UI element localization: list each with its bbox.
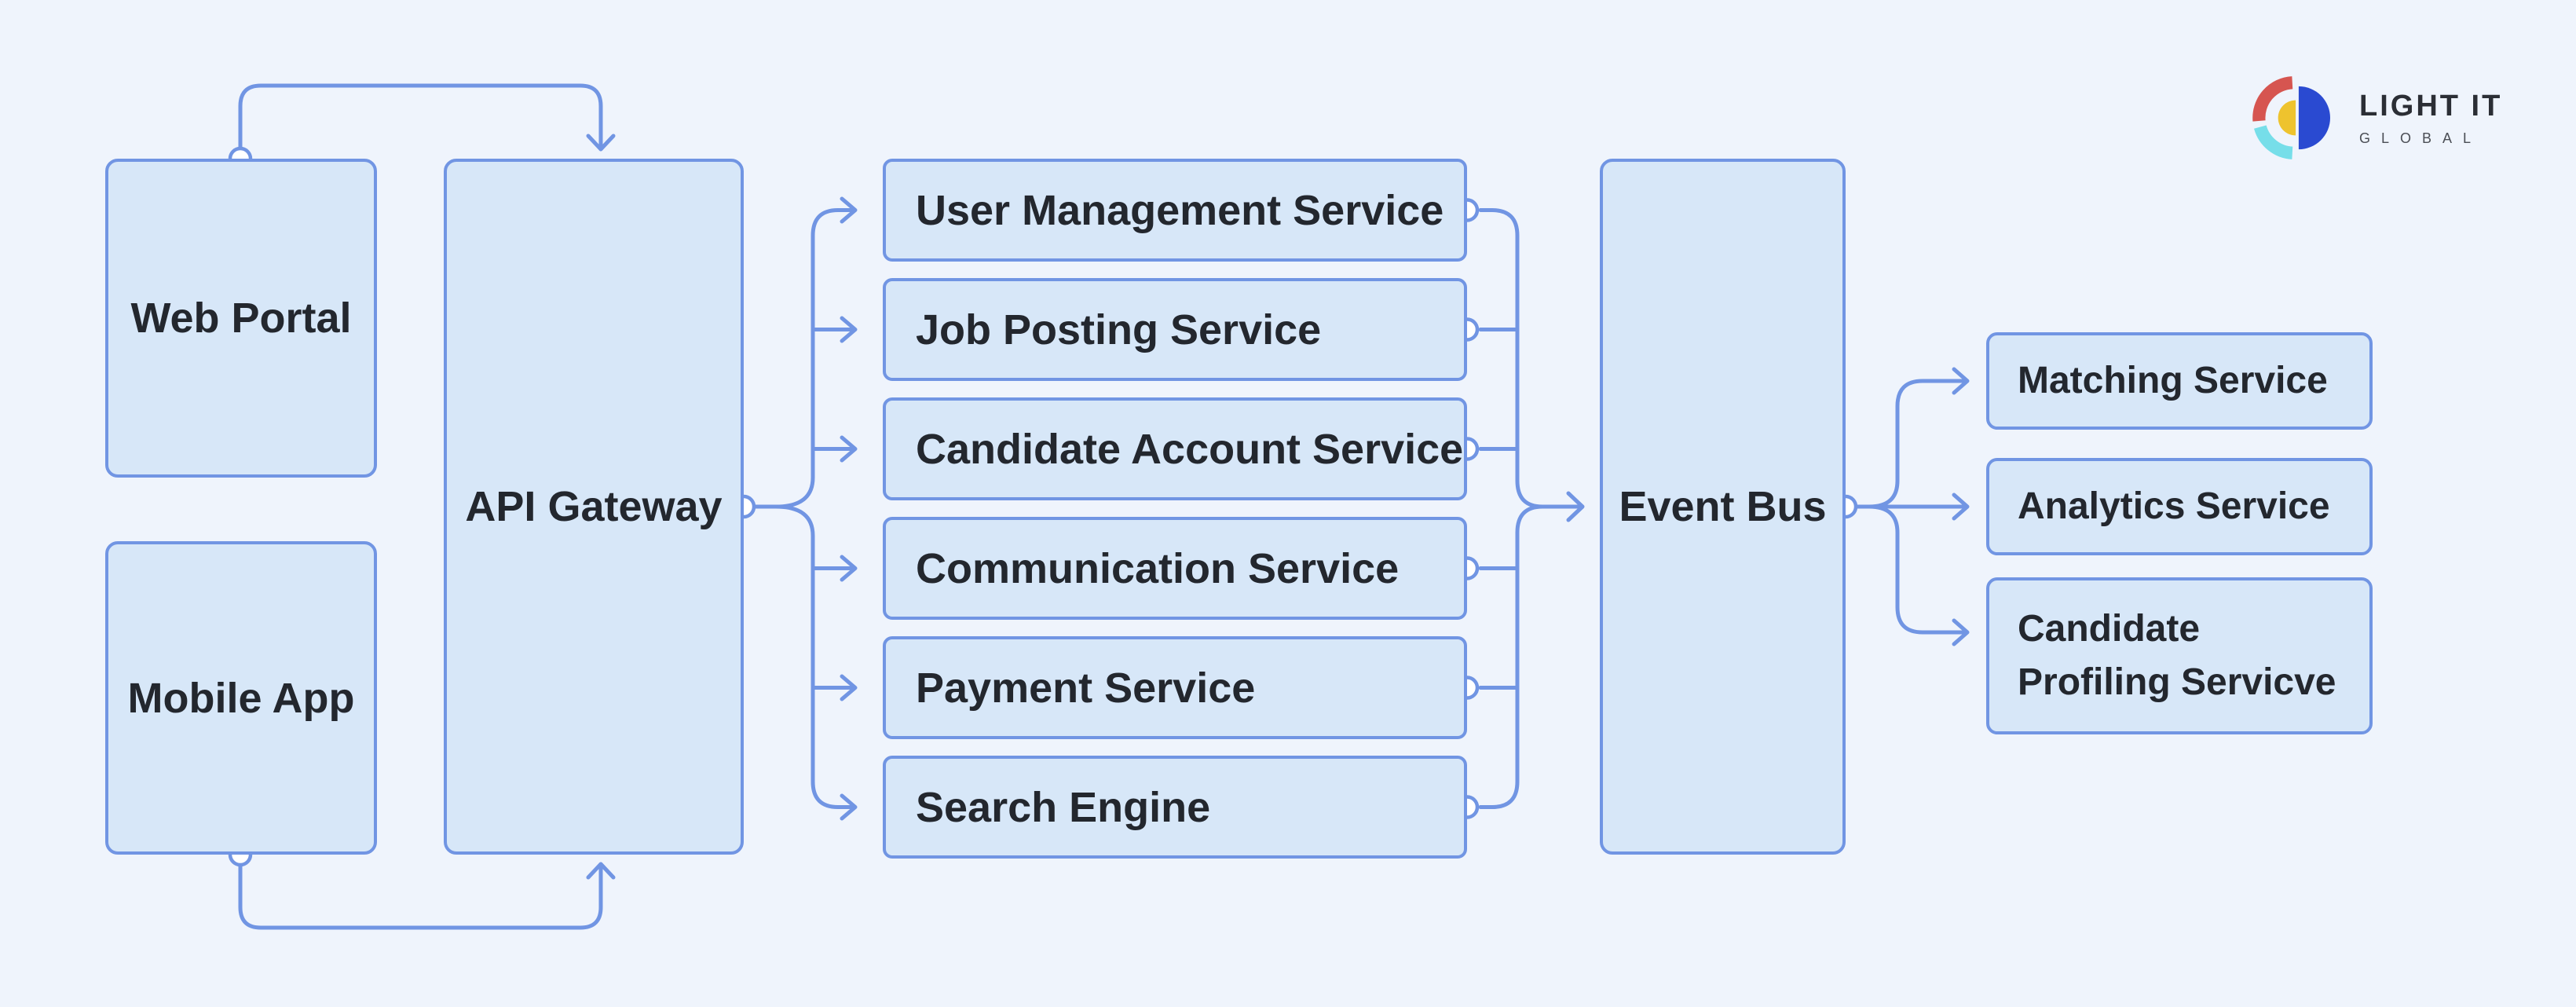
node-label: Payment Service — [916, 664, 1256, 712]
arrowhead-right-icon — [840, 196, 858, 224]
node-analytics-service: Analytics Service — [1986, 458, 2373, 555]
connector-services-to-event-bus — [1478, 208, 1585, 809]
node-label: API Gateway — [465, 483, 723, 530]
node-label: Matching Service — [2018, 360, 2328, 401]
node-label: Event Bus — [1619, 483, 1827, 530]
connector-event-bus-to-consumers — [1853, 367, 1970, 646]
arrowhead-right-icon — [1952, 367, 1970, 395]
brand-logo-text: LIGHT IT GLOBAL — [2359, 90, 2502, 147]
node-label: Candidate Profiling Servicve — [2018, 608, 2336, 703]
node-candidate-profiling-service: Candidate Profiling Servicve — [1986, 577, 2373, 734]
node-job-posting-service: Job Posting Service — [883, 278, 1467, 381]
logo-cyan-arc — [2254, 125, 2293, 159]
node-payment-service: Payment Service — [883, 636, 1467, 739]
node-candidate-account-service: Candidate Account Service — [883, 397, 1467, 500]
node-mobile-app: Mobile App — [105, 541, 377, 855]
arrowhead-right-icon — [840, 435, 858, 463]
node-api-gateway: API Gateway — [444, 159, 744, 855]
node-label: Job Posting Service — [916, 306, 1322, 353]
node-label: Analytics Service — [2018, 485, 2330, 527]
connector-web-portal-to-api-gateway — [238, 83, 616, 161]
logo-blue-half-disc — [2298, 86, 2330, 150]
node-user-management-service: User Management Service — [883, 159, 1467, 262]
node-communication-service: Communication Service — [883, 517, 1467, 620]
node-label: Web Portal — [130, 295, 352, 342]
brand-logo-icon — [2252, 76, 2330, 159]
node-web-portal: Web Portal — [105, 159, 377, 478]
node-label: Communication Service — [916, 544, 1400, 592]
node-event-bus: Event Bus — [1600, 159, 1846, 855]
connector-mobile-app-to-api-gateway — [238, 852, 616, 930]
node-label: Mobile App — [127, 674, 355, 722]
arrowhead-right-icon — [840, 674, 858, 701]
arrowhead-down-icon — [586, 134, 616, 152]
node-label: Search Engine — [916, 783, 1211, 831]
logo-yellow-half-disc — [2278, 100, 2296, 136]
node-label: Candidate Account Service — [916, 425, 1464, 473]
node-label: User Management Service — [916, 186, 1444, 234]
connector-api-gateway-to-services — [752, 196, 858, 821]
logo-red-arc — [2252, 76, 2293, 122]
arrowhead-up-icon — [586, 862, 616, 880]
brand-subtitle: GLOBAL — [2359, 130, 2483, 146]
arrowhead-right-icon — [840, 316, 858, 343]
node-matching-service: Matching Service — [1986, 332, 2373, 430]
arrowhead-right-icon — [1566, 491, 1585, 522]
arrowhead-right-icon — [1952, 493, 1970, 521]
brand-logo: LIGHT IT GLOBAL — [2248, 71, 2502, 165]
arrowhead-right-icon — [840, 793, 858, 821]
node-search-engine: Search Engine — [883, 756, 1467, 859]
brand-title: LIGHT IT — [2359, 89, 2503, 123]
arrowhead-right-icon — [840, 555, 858, 582]
arrowhead-right-icon — [1952, 618, 1970, 646]
